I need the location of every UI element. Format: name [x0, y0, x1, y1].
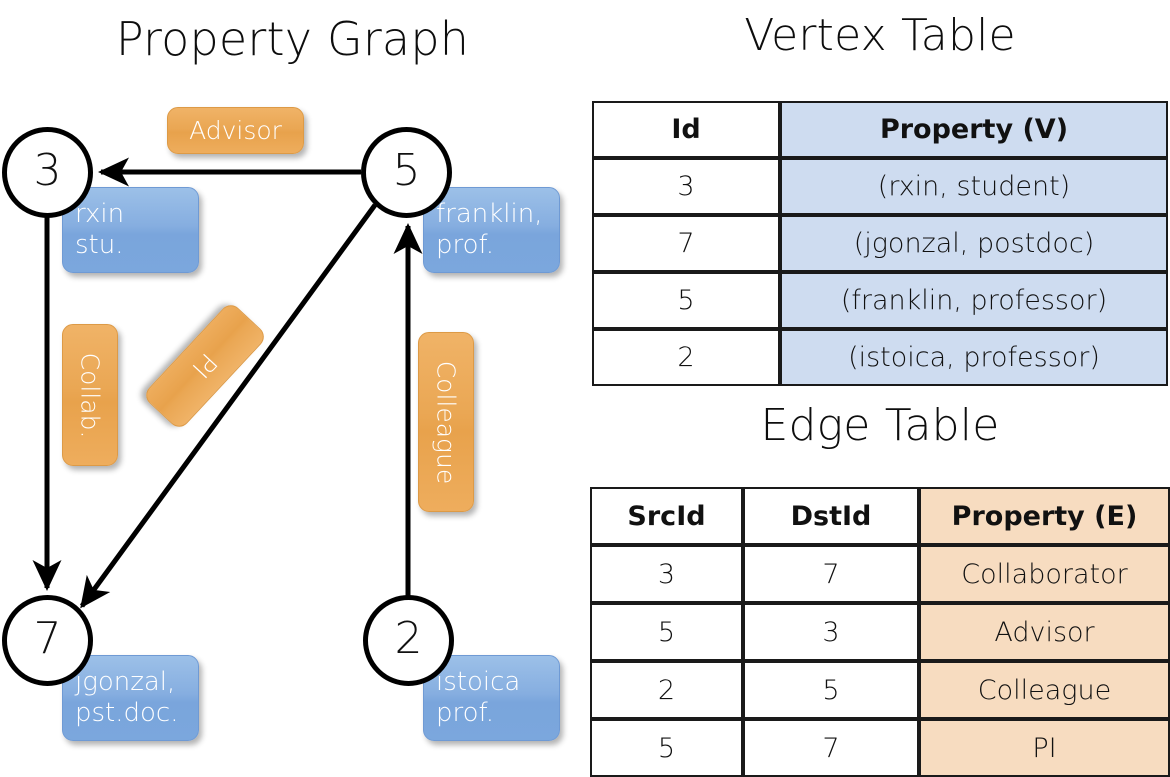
node-property-box-7: jgonzal, pst.doc. [62, 655, 199, 741]
node-property-2-line1: istoica [436, 667, 521, 698]
edge-cell-dstid: 5 [743, 661, 919, 719]
vertex-cell-id: 5 [592, 272, 780, 329]
graph-node-7: 7 [2, 595, 93, 686]
table-row: 3 (rxin, student) [592, 158, 1168, 215]
graph-node-2: 2 [363, 595, 454, 686]
edge-header-dstid: DstId [743, 487, 919, 545]
table-row: 5 7 PI [590, 719, 1170, 777]
edge-label-collab: Collab. [62, 324, 118, 466]
table-row: 5 3 Advisor [590, 603, 1170, 661]
node-property-box-5: franklin, prof. [423, 187, 560, 273]
node-property-7-line1: jgonzal, [75, 667, 176, 698]
edge-label-collab-text: Collab. [75, 352, 105, 438]
edge-cell-dstid: 7 [743, 719, 919, 777]
vertex-cell-id: 3 [592, 158, 780, 215]
edge-header-property: Property (E) [919, 487, 1170, 545]
graph-node-3: 3 [2, 127, 93, 218]
edge-label-advisor-text: Advisor [189, 116, 282, 145]
edge-header-srcid: SrcId [590, 487, 743, 545]
table-header-row: SrcId DstId Property (E) [590, 487, 1170, 545]
vertex-cell-id: 2 [592, 329, 780, 386]
edge-label-colleague-text: Colleague [431, 360, 461, 484]
node-property-2-line2: prof. [436, 698, 495, 728]
edge-label-advisor: Advisor [167, 107, 304, 154]
vertex-header-property: Property (V) [780, 101, 1168, 158]
graph-node-5-label: 5 [392, 144, 421, 196]
edge-cell-srcid: 2 [590, 661, 743, 719]
vertex-cell-id: 7 [592, 215, 780, 272]
slide-canvas: Property Graph Vertex Table Edge Table A… [2, 10, 1170, 777]
graph-node-5: 5 [361, 127, 452, 218]
node-property-3-line1: rxin [75, 199, 125, 230]
edge-cell-property: PI [919, 719, 1170, 777]
table-row: 7 (jgonzal, postdoc) [592, 215, 1168, 272]
node-property-7-line2: pst.doc. [75, 698, 179, 728]
vertex-header-id: Id [592, 101, 780, 158]
node-property-5-line1: franklin, [436, 199, 543, 230]
edge-cell-property: Colleague [919, 661, 1170, 719]
edge-cell-srcid: 5 [590, 719, 743, 777]
edge-cell-dstid: 3 [743, 603, 919, 661]
table-row: 2 5 Colleague [590, 661, 1170, 719]
edge-label-pi-text: PI [186, 347, 224, 385]
graph-node-2-label: 2 [394, 612, 423, 664]
vertex-table: Id Property (V) 3 (rxin, student) 7 (jgo… [592, 101, 1168, 386]
vertex-cell-property: (jgonzal, postdoc) [780, 215, 1168, 272]
page-title-vertex-table: Vertex Table [744, 10, 1016, 61]
edge-cell-srcid: 5 [590, 603, 743, 661]
edge-cell-srcid: 3 [590, 545, 743, 603]
node-property-3-line2: stu. [75, 230, 124, 260]
table-row: 3 7 Collaborator [590, 545, 1170, 603]
edge-table: SrcId DstId Property (E) 3 7 Collaborato… [590, 487, 1170, 777]
vertex-cell-property: (franklin, professor) [780, 272, 1168, 329]
table-row: 5 (franklin, professor) [592, 272, 1168, 329]
edge-cell-dstid: 7 [743, 545, 919, 603]
edge-cell-property: Collaborator [919, 545, 1170, 603]
node-property-box-2: istoica prof. [423, 655, 560, 741]
graph-node-7-label: 7 [33, 612, 62, 664]
page-title-edge-table: Edge Table [760, 400, 1000, 451]
page-title-property-graph: Property Graph [115, 12, 470, 66]
vertex-cell-property: (rxin, student) [780, 158, 1168, 215]
graph-node-3-label: 3 [33, 144, 62, 196]
table-header-row: Id Property (V) [592, 101, 1168, 158]
table-row: 2 (istoica, professor) [592, 329, 1168, 386]
node-property-box-3: rxin stu. [62, 187, 199, 273]
vertex-cell-property: (istoica, professor) [780, 329, 1168, 386]
edge-cell-property: Advisor [919, 603, 1170, 661]
edge-5-to-7 [79, 203, 378, 609]
edge-label-colleague: Colleague [418, 332, 474, 512]
node-property-5-line2: prof. [436, 230, 495, 260]
graph-edges [32, 157, 423, 609]
